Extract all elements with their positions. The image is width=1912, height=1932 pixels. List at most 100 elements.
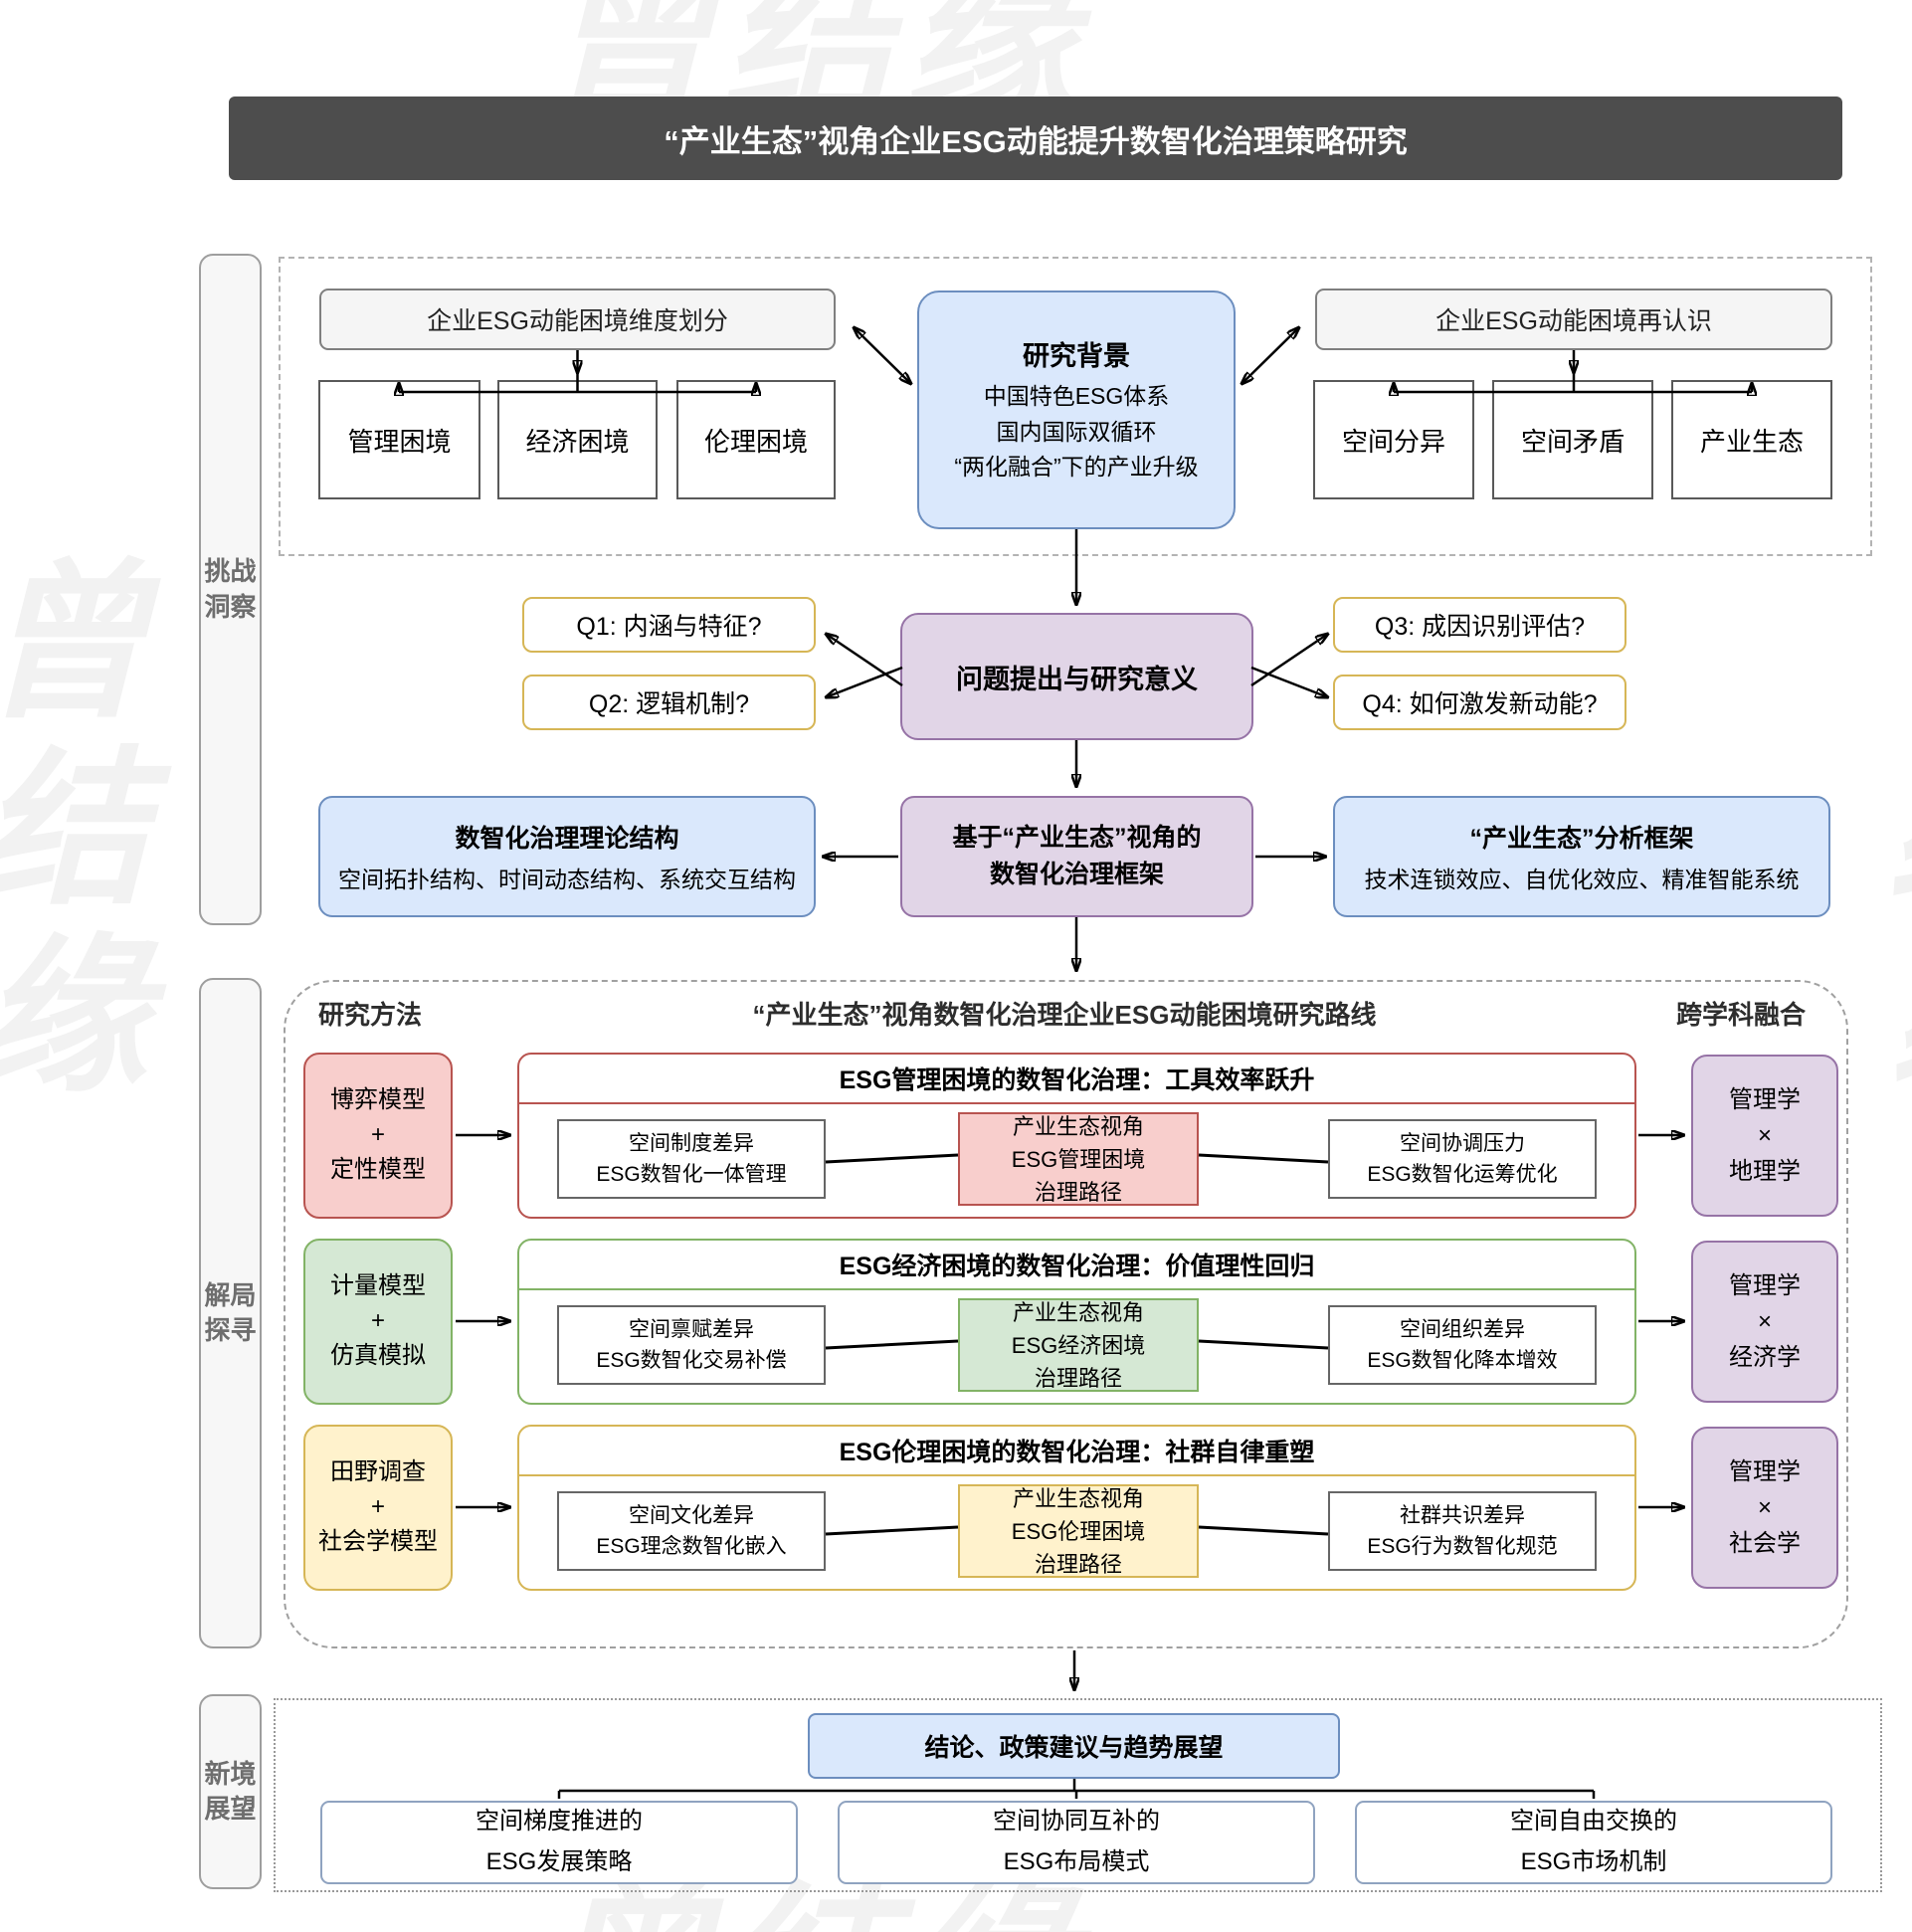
research-background-line3: “两化融合”下的产业升级 <box>954 454 1199 481</box>
discipline-box-sociology: 管理学 × 社会学 <box>1691 1427 1838 1589</box>
inner-line: 空间制度差异 <box>629 1131 754 1155</box>
conclusion-line: ESG布局模式 <box>1003 1848 1150 1875</box>
conclusion-box-layout-mode: 空间协同互补的 ESG布局模式 <box>838 1801 1315 1884</box>
discipline-line: 社会学 <box>1729 1529 1801 1557</box>
recognition-box-industrial-ecology: 产业生态 <box>1671 380 1832 499</box>
inner-box-consensus-difference: 社群共识差异 ESG行为数智化规范 <box>1328 1491 1597 1571</box>
pathway-line: ESG管理困境 <box>1011 1146 1146 1172</box>
inner-line: 社群共识差异 <box>1400 1503 1525 1527</box>
method-line: 田野调查 <box>330 1458 426 1486</box>
conclusion-line: ESG发展策略 <box>485 1848 633 1875</box>
discipline-line: 管理学 <box>1729 1457 1801 1485</box>
research-background-box: 研究背景 中国特色ESG体系 国内国际双循环 “两化融合”下的产业升级 <box>917 290 1236 529</box>
stage-label-outlook: 新境展望 <box>204 1758 257 1824</box>
method-box-econometric-model: 计量模型 + 仿真模拟 <box>303 1239 453 1405</box>
group-title-ethical: ESG伦理困境的数智化治理：社群自律重塑 <box>519 1427 1634 1476</box>
pathway-line: ESG伦理困境 <box>1011 1518 1146 1544</box>
theory-structure-box: 数智化治理理论结构 空间拓扑结构、时间动态结构、系统交互结构 <box>318 796 816 917</box>
question-box-q4: Q4: 如何激发新动能? <box>1333 675 1626 730</box>
group-title-economic: ESG经济困境的数智化治理：价值理性回归 <box>519 1241 1634 1290</box>
analysis-framework-box: “产业生态”分析框架 技术连锁效应、自优化效应、精准智能系统 <box>1333 796 1830 917</box>
times-sign: × <box>1757 1121 1772 1149</box>
conclusion-box-development-strategy: 空间梯度推进的 ESG发展策略 <box>320 1801 798 1884</box>
stage-bar-outlook: 新境展望 <box>199 1694 262 1889</box>
recognition-box-spatial-differentiation: 空间分异 <box>1313 380 1474 499</box>
pathway-box-management: 产业生态视角 ESG管理困境 治理路径 <box>958 1112 1199 1206</box>
analysis-framework-title: “产业生态”分析框架 <box>1469 825 1694 853</box>
watermark-left: 曾结缘 <box>0 552 142 1113</box>
method-line: 仿真模拟 <box>330 1341 426 1369</box>
research-background-line2: 国内国际双循环 <box>996 418 1157 445</box>
research-methods-label: 研究方法 <box>318 1000 423 1030</box>
conclusion-section-frame <box>274 1698 1882 1892</box>
stage-label-solve: 解局探寻 <box>204 1279 257 1345</box>
discipline-line: 经济学 <box>1729 1343 1801 1371</box>
method-line: 博弈模型 <box>330 1086 426 1114</box>
inner-line: ESG理念数智化嵌入 <box>596 1535 787 1558</box>
method-box-field-survey: 田野调查 + 社会学模型 <box>303 1425 453 1591</box>
inner-line: 空间禀赋差异 <box>629 1317 754 1341</box>
conclusion-line: 空间自由交换的 <box>1510 1808 1677 1835</box>
pathway-line: ESG经济困境 <box>1011 1332 1146 1358</box>
stage-label-challenge: 挑战洞察 <box>204 556 257 622</box>
times-sign: × <box>1757 1493 1772 1521</box>
research-background-line1: 中国特色ESG体系 <box>983 383 1170 410</box>
pathway-line: 治理路径 <box>1034 1365 1122 1391</box>
theory-structure-subtitle: 空间拓扑结构、时间动态结构、系统交互结构 <box>338 867 796 892</box>
stage-bar-solve: 解局探寻 <box>199 978 262 1648</box>
inner-line: ESG行为数智化规范 <box>1367 1535 1558 1558</box>
plus-sign: + <box>370 1493 385 1521</box>
analysis-framework-subtitle: 技术连锁效应、自优化效应、精准智能系统 <box>1364 867 1800 892</box>
left-dimension-header: 企业ESG动能困境维度划分 <box>319 289 836 350</box>
research-background-title: 研究背景 <box>1023 341 1130 372</box>
method-line: 定性模型 <box>330 1155 426 1183</box>
question-box-q1: Q1: 内涵与特征? <box>522 597 816 653</box>
research-route-frame <box>284 980 1848 1648</box>
conclusion-line: ESG市场机制 <box>1520 1848 1667 1875</box>
dilemma-box-ethical: 伦理困境 <box>676 380 836 499</box>
pathway-box-ethical: 产业生态视角 ESG伦理困境 治理路径 <box>958 1484 1199 1578</box>
conclusion-box-market-mechanism: 空间自由交换的 ESG市场机制 <box>1355 1801 1832 1884</box>
inner-line: 空间组织差异 <box>1400 1317 1525 1341</box>
theory-structure-title: 数智化治理理论结构 <box>455 825 679 853</box>
conclusion-line: 空间梯度推进的 <box>476 1808 643 1835</box>
plus-sign: + <box>370 1307 385 1335</box>
problem-statement-box: 问题提出与研究意义 <box>900 613 1253 740</box>
method-line: 计量模型 <box>330 1272 426 1300</box>
governance-framework-line2: 数智化治理框架 <box>989 861 1164 888</box>
pathway-line: 治理路径 <box>1034 1551 1122 1577</box>
interdisciplinary-label: 跨学科融合 <box>1676 1000 1807 1030</box>
discipline-box-economics: 管理学 × 经济学 <box>1691 1241 1838 1403</box>
governance-framework-line1: 基于“产业生态”视角的 <box>952 823 1202 852</box>
pathway-box-economic: 产业生态视角 ESG经济困境 治理路径 <box>958 1298 1199 1392</box>
question-box-q3: Q3: 成因识别评估? <box>1333 597 1626 653</box>
plus-sign: + <box>370 1121 385 1149</box>
method-box-game-model: 博弈模型 + 定性模型 <box>303 1053 453 1219</box>
group-title-management: ESG管理困境的数智化治理：工具效率跃升 <box>519 1055 1634 1104</box>
method-line: 社会学模型 <box>318 1527 438 1555</box>
inner-line: ESG数智化运筹优化 <box>1367 1163 1558 1186</box>
pathway-line: 产业生态视角 <box>1012 1299 1144 1325</box>
pathway-line: 产业生态视角 <box>1012 1485 1144 1511</box>
stage-bar-challenge: 挑战洞察 <box>199 254 262 925</box>
right-recognition-header: 企业ESG动能困境再认识 <box>1315 289 1832 350</box>
recognition-box-spatial-contradiction: 空间矛盾 <box>1492 380 1653 499</box>
pathway-line: 治理路径 <box>1034 1179 1122 1205</box>
inner-line: ESG数智化交易补偿 <box>596 1349 787 1372</box>
question-box-q2: Q2: 逻辑机制? <box>522 675 816 730</box>
pathway-line: 产业生态视角 <box>1012 1113 1144 1139</box>
inner-box-organizational-difference: 空间组织差异 ESG数智化降本增效 <box>1328 1305 1597 1385</box>
dilemma-box-management: 管理困境 <box>318 380 480 499</box>
inner-line: ESG数智化一体管理 <box>596 1163 787 1186</box>
inner-box-endowment-difference: 空间禀赋差异 ESG数智化交易补偿 <box>557 1305 826 1385</box>
page-title: “产业生态”视角企业ESG动能提升数智化治理策略研究 <box>229 97 1842 180</box>
inner-line: 空间文化差异 <box>629 1503 754 1527</box>
discipline-line: 管理学 <box>1729 1271 1801 1299</box>
governance-framework-box: 基于“产业生态”视角的 数智化治理框架 <box>900 796 1253 917</box>
research-route-title: “产业生态”视角数智化治理企业ESG动能困境研究路线 <box>752 1000 1377 1030</box>
times-sign: × <box>1757 1307 1772 1335</box>
discipline-line: 管理学 <box>1729 1085 1801 1113</box>
dilemma-box-economic: 经济困境 <box>497 380 658 499</box>
conclusion-header-box: 结论、政策建议与趋势展望 <box>808 1713 1340 1779</box>
